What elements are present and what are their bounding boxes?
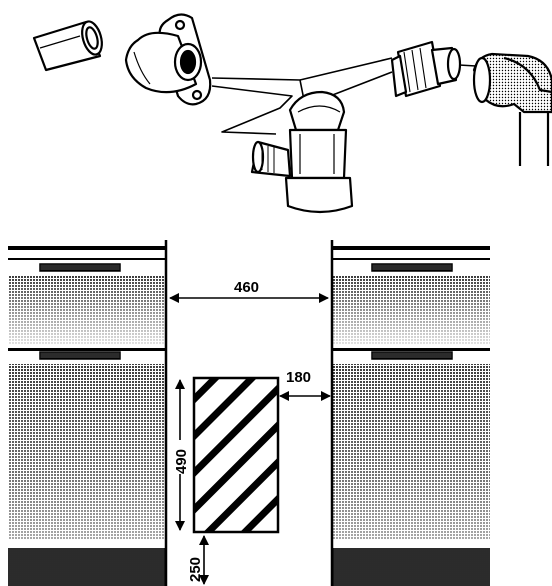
gap-width-dimension: 460 xyxy=(169,279,329,303)
clearance-diagram: 460 180 490 250 xyxy=(8,240,490,586)
gap-width-label: 460 xyxy=(234,279,259,296)
fitting-illustration xyxy=(32,13,552,214)
pipe-elbow-drawing xyxy=(472,52,552,166)
bottom-clearance-dimension: 250 xyxy=(187,535,209,585)
compression-fitting-drawing xyxy=(390,40,462,98)
side-clearance-label: 180 xyxy=(286,369,311,386)
pipe-drawing xyxy=(32,20,103,72)
hatched-panel xyxy=(192,376,280,534)
panel-height-label: 490 xyxy=(173,449,190,474)
angle-valve-drawing xyxy=(250,90,354,214)
left-wall-column xyxy=(8,240,168,586)
panel-height-dimension: 490 xyxy=(173,379,190,531)
wall-flange-elbow-drawing xyxy=(124,13,212,106)
right-wall-column xyxy=(330,240,490,586)
side-clearance-dimension: 180 xyxy=(279,369,331,401)
bottom-clearance-label: 250 xyxy=(187,557,204,582)
